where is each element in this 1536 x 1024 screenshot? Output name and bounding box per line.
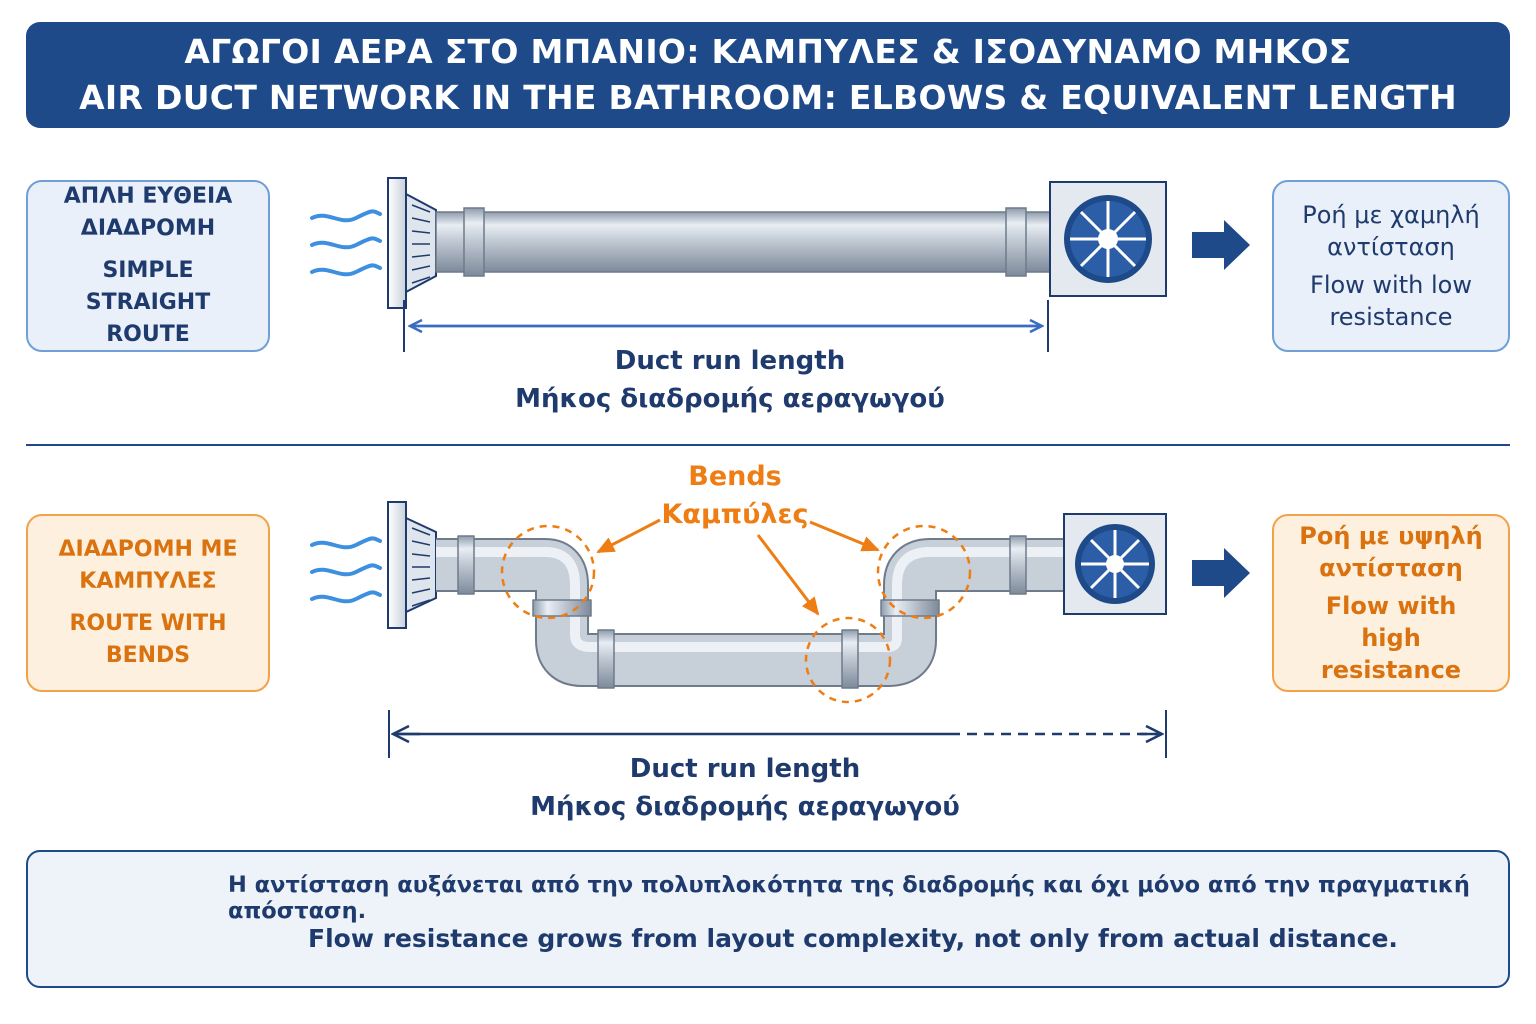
title-english: AIR DUCT NETWORK IN THE BATHROOM: ELBOWS… xyxy=(79,78,1457,117)
footer-note-english: Flow resistance grows from layout comple… xyxy=(308,924,1398,953)
arrow-right-icon xyxy=(1192,548,1250,598)
straight-route-english: SIMPLE STRAIGHT ROUTE xyxy=(85,258,211,347)
straight-route-box: ΑΠΛΗ ΕΥΘΕΙΑ ΔΙΑΔΡΟΜΗ SIMPLE STRAIGHT ROU… xyxy=(26,180,270,352)
straight-duct xyxy=(435,207,1053,277)
bends-label-english: Bends xyxy=(688,461,782,492)
straight-length-label: Duct run length Μήκος διαδρομής αεραγωγο… xyxy=(480,342,980,418)
fan-icon xyxy=(1063,513,1167,615)
section-divider xyxy=(26,444,1510,446)
bends-route-greek: ΔΙΑΔΡΟΜΗ ΜΕ ΚΑΜΠΥΛΕΣ xyxy=(58,537,238,594)
title-greek: ΑΓΩΓΟΙ ΑΕΡΑ ΣΤΟ ΜΠΑΝΙΟ: ΚΑΜΠΥΛΕΣ & ΙΣΟΔΥ… xyxy=(184,32,1352,71)
straight-length-greek: Μήκος διαδρομής αεραγωγού xyxy=(515,384,945,414)
air-flow-icon xyxy=(310,209,382,277)
footer-note: Η αντίσταση αυξάνεται από την πολυπλοκότ… xyxy=(26,850,1510,988)
bends-length-greek: Μήκος διαδρομής αεραγωγού xyxy=(530,792,960,822)
high-resistance-greek: Ροή με υψηλή αντίσταση xyxy=(1299,522,1483,582)
bends-length-label: Duct run length Μήκος διαδρομής αεραγωγο… xyxy=(495,750,995,826)
bends-route-english: ROUTE WITH BENDS xyxy=(69,611,227,668)
bends-label-greek: Καμπύλες xyxy=(661,499,809,530)
low-resistance-box: Ροή με χαμηλή αντίσταση Flow with low re… xyxy=(1272,180,1510,352)
arrow-right-icon xyxy=(1192,220,1250,270)
straight-route-greek: ΑΠΛΗ ΕΥΘΕΙΑ ΔΙΑΔΡΟΜΗ xyxy=(63,184,233,241)
low-resistance-greek: Ροή με χαμηλή αντίσταση xyxy=(1302,201,1480,261)
bends-length-english: Duct run length xyxy=(629,754,861,784)
high-resistance-english: Flow with high resistance xyxy=(1320,592,1462,684)
low-resistance-english: Flow with low resistance xyxy=(1310,271,1472,331)
footer-note-greek: Η αντίσταση αυξάνεται από την πολυπλοκότ… xyxy=(228,872,1470,924)
title-banner: ΑΓΩΓΟΙ ΑΕΡΑ ΣΤΟ ΜΠΑΝΙΟ: ΚΑΜΠΥΛΕΣ & ΙΣΟΔΥ… xyxy=(26,22,1510,128)
bends-route-box: ΔΙΑΔΡΟΜΗ ΜΕ ΚΑΜΠΥΛΕΣ ROUTE WITH BENDS xyxy=(26,514,270,692)
bends-callout-label: Bends Καμπύλες xyxy=(640,458,830,534)
straight-dimension-line xyxy=(403,300,1049,352)
straight-length-english: Duct run length xyxy=(614,346,846,376)
grille-icon xyxy=(387,177,437,309)
bend-callout-arrows xyxy=(596,518,880,616)
bent-duct xyxy=(436,535,1064,689)
fan-icon xyxy=(1049,181,1167,297)
grille-icon xyxy=(387,501,437,629)
bends-dimension-line xyxy=(388,710,1167,758)
high-resistance-box: Ροή με υψηλή αντίσταση Flow with high re… xyxy=(1272,514,1510,692)
air-flow-icon xyxy=(310,536,382,604)
bend-highlight-circles xyxy=(500,524,972,704)
